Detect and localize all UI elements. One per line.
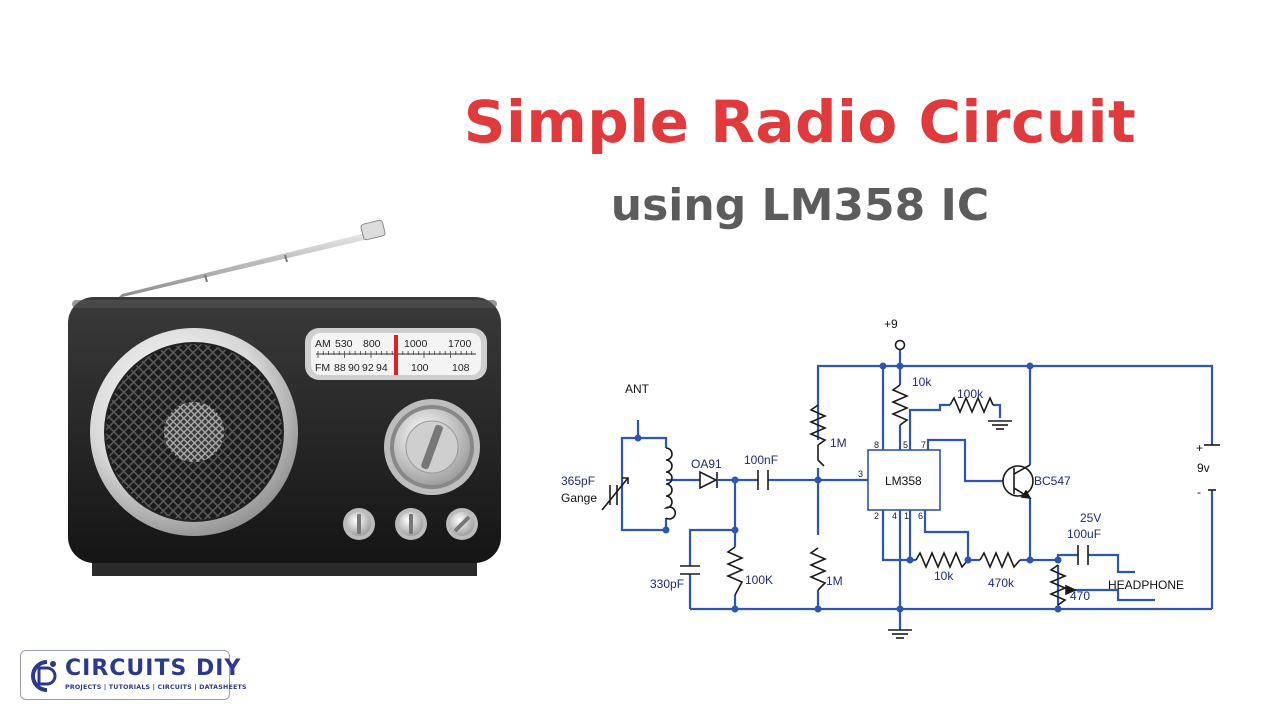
ic-label: LM358: [885, 474, 922, 488]
battery-value-label: 9v: [1197, 461, 1210, 475]
page-title: Simple Radio Circuit: [463, 88, 1137, 156]
filter-cap-label: 330pF: [650, 577, 684, 591]
bias-top-label: 1M: [830, 436, 847, 450]
bias-bottom-label: 1M: [826, 574, 843, 588]
battery-plus-label: +: [1196, 441, 1203, 455]
diode-label: OA91: [691, 457, 722, 471]
headphone-label: HEADPHONE: [1108, 578, 1184, 592]
pin-7: 7: [921, 440, 926, 450]
transistor-label: BC547: [1034, 474, 1071, 488]
radio-base: [92, 560, 477, 576]
tuning-knob[interactable]: [384, 399, 480, 495]
am-scale-value: 1000: [404, 338, 428, 350]
fm-scale-value: 108: [452, 362, 470, 374]
r100k-top-label: 100k: [957, 387, 984, 401]
control-knob-1[interactable]: [343, 508, 375, 540]
gang-cap-name: Gange: [561, 491, 597, 505]
pin-8: 8: [874, 440, 879, 450]
pin-4: 4: [892, 511, 897, 521]
r10k-top-label: 10k: [912, 375, 932, 389]
brand-tagline: PROJECTS | TUTORIALS | CIRCUITS | DATASH…: [65, 684, 247, 691]
antenna: [118, 219, 386, 298]
am-band-label: AM: [315, 338, 331, 350]
junctions: [634, 362, 1062, 613]
pin-3: 3: [858, 469, 863, 479]
pot-100k-label: 100K: [745, 573, 773, 587]
pin-5: 5: [903, 440, 908, 450]
control-knob-3[interactable]: [446, 508, 478, 540]
fm-scale-value: 100: [411, 362, 429, 374]
brand-logo[interactable]: CIRCUITS DIY PROJECTS | TUTORIALS | CIRC…: [20, 650, 246, 700]
fm-scale-value: 88: [334, 362, 346, 374]
pin-1: 1: [904, 511, 909, 521]
am-scale-value: 800: [363, 338, 381, 350]
control-knob-2[interactable]: [395, 508, 427, 540]
pin-6: 6: [918, 511, 923, 521]
r470k-label: 470k: [988, 576, 1015, 590]
page-subtitle: using LM358 IC: [610, 180, 990, 231]
fm-scale-value: 90: [348, 362, 360, 374]
coupling-cap-label: 100nF: [744, 453, 778, 467]
supply-label: +9: [884, 317, 898, 331]
pin-2: 2: [874, 511, 879, 521]
battery-minus-label: -: [1197, 485, 1201, 499]
am-scale-value: 1700: [448, 338, 472, 350]
out-cap-value-label: 100uF: [1067, 527, 1101, 541]
antenna-label: ANT: [625, 382, 650, 396]
gang-cap-value: 365pF: [561, 474, 595, 488]
pot-470-label: 470: [1070, 589, 1090, 603]
r10k-feedback-label: 10k: [934, 569, 954, 583]
speaker: [90, 328, 298, 536]
fm-scale-value: 94: [376, 362, 388, 374]
am-scale: 530 800 1000 1700: [335, 338, 472, 350]
fm-band-label: FM: [315, 362, 330, 374]
tuning-needle: [394, 335, 398, 375]
brand-name: CIRCUITS DIY: [65, 656, 242, 681]
fm-scale-value: 92: [362, 362, 374, 374]
out-cap-voltage-label: 25V: [1080, 511, 1101, 525]
am-scale-value: 530: [335, 338, 353, 350]
circuits-diy-logo-icon: [31, 660, 57, 692]
components: [601, 339, 1220, 639]
